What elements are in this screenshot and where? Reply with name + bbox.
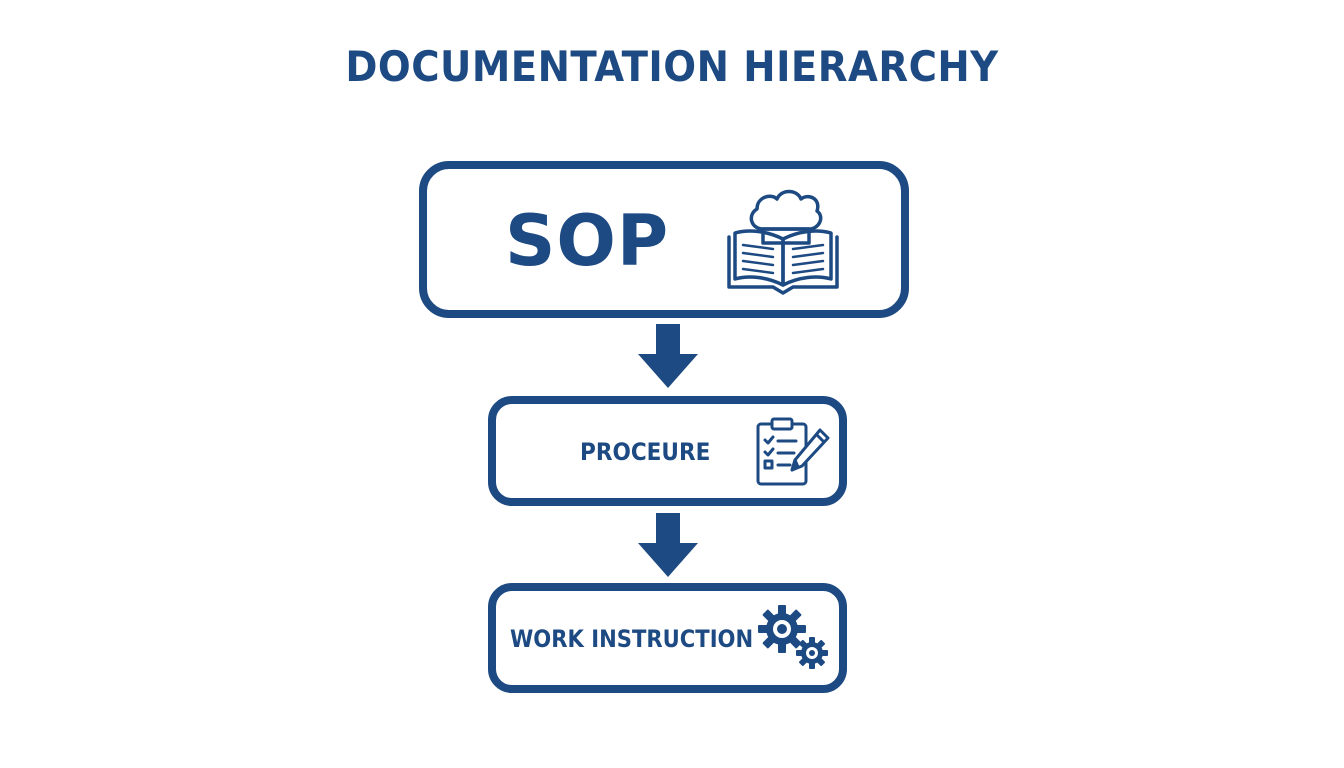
down-arrow-icon xyxy=(638,513,698,577)
gears-icon xyxy=(758,605,828,669)
clipboard-checklist-pencil-icon xyxy=(756,417,830,486)
down-arrow-icon xyxy=(638,324,698,388)
book-chef-hat-icon xyxy=(727,189,839,295)
sop-box: SOP xyxy=(419,161,909,318)
procedure-label: PROCEURE xyxy=(580,438,711,466)
diagram-title: DOCUMENTATION HIERARCHY xyxy=(345,42,999,91)
work-instruction-label: WORK INSTRUCTION xyxy=(510,625,754,653)
procedure-box: PROCEURE xyxy=(488,396,847,506)
sop-label: SOP xyxy=(505,200,670,282)
work-instruction-box: WORK INSTRUCTION xyxy=(488,583,847,693)
